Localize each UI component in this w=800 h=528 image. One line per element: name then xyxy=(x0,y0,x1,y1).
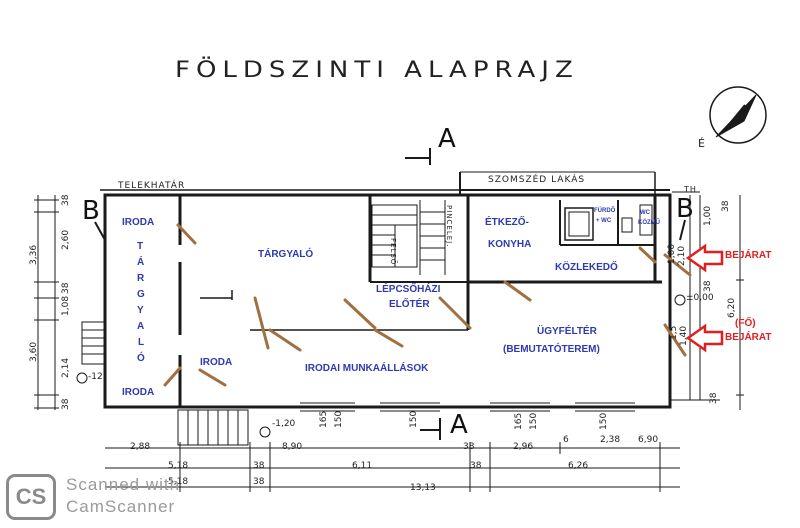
dim-bottom-890: 8,90 xyxy=(282,442,303,452)
upper-stair-label: FELSŐ xyxy=(389,238,397,266)
dim-window-165b: 165 xyxy=(514,412,524,430)
room-label-bemutatoterem: (BEMUTATÓTEREM) xyxy=(503,344,600,355)
dim-bottom-38d: 38 xyxy=(253,477,265,487)
level-minus-120: -1,20 xyxy=(272,419,296,429)
neighbor-apartment-label: SZOMSZÉD LAKÁS xyxy=(488,175,586,185)
dim-window-150b: 150 xyxy=(409,410,419,428)
dim-bottom-38c: 38 xyxy=(470,461,482,471)
room-label-furdo-wc: + WC xyxy=(596,218,612,224)
dim-bottom-38: 38 xyxy=(463,442,475,452)
room-label-iroda-bottom: IRODA xyxy=(122,387,155,398)
room-label-targyalo-v1: T xyxy=(137,241,144,252)
dim-door-150: 1,5 xyxy=(669,325,679,340)
dim-left-108: 1,08 xyxy=(61,295,71,316)
section-b-right: B xyxy=(676,194,694,224)
property-line-label: TELEKHATÁR xyxy=(118,181,186,191)
dim-right-38: 38 xyxy=(721,200,731,212)
entrance-arrow-icon xyxy=(685,243,724,273)
dim-bottom-38b: 38 xyxy=(253,461,265,471)
room-label-kozmu: KÖZMŰ xyxy=(638,220,660,226)
room-label-iroda-mid: IRODA xyxy=(200,357,233,368)
dim-bottom-518b: 5,18 xyxy=(168,477,189,487)
dim-door-100: 1,00 xyxy=(667,243,677,264)
watermark-line1: Scanned with xyxy=(66,475,181,494)
room-label-ugyfelter: ÜGYFÉLTÉR xyxy=(537,326,597,337)
dim-bottom-611: 6,11 xyxy=(352,461,373,471)
room-label-konyha: KONYHA xyxy=(488,239,532,250)
plan-title: FÖLDSZINTI ALAPRAJZ xyxy=(175,57,579,83)
section-a-top: A xyxy=(438,124,456,154)
entrance-arrows xyxy=(685,243,724,353)
room-label-furdo: FÜRDŐ xyxy=(594,208,616,214)
dim-window-150: 150 xyxy=(334,410,344,428)
dim-bottom-690: 6,90 xyxy=(638,435,659,445)
dim-left-260: 2,60 xyxy=(61,229,71,250)
room-label-wc: WC xyxy=(640,210,650,216)
room-label-targyalo-v7: L xyxy=(138,337,145,348)
door-swings xyxy=(163,223,692,387)
entrance-label: BEJÁRAT xyxy=(725,250,772,261)
room-label-munkaallasok: IRODAI MUNKAÁLLÁSOK xyxy=(305,363,429,374)
room-label-targyalo-v6: A xyxy=(137,321,145,332)
dim-bottom-6: 6 xyxy=(563,435,569,445)
room-label-iroda-top: IRODA xyxy=(122,217,155,228)
camscanner-logo: CS xyxy=(6,474,56,520)
main-entrance-label-fo: (FŐ) xyxy=(735,318,756,329)
dim-right-38c: 38 xyxy=(709,392,719,404)
dim-door-210: 2,10 xyxy=(677,245,687,266)
room-label-targyalo-v2: Á xyxy=(137,257,145,268)
dim-bottom-626: 6,26 xyxy=(568,461,589,471)
room-label-etkezo: ÉTKEZŐ- xyxy=(485,217,529,228)
room-label-targyalo-v8: Ó xyxy=(137,353,145,364)
dim-window-165: 165 xyxy=(319,410,329,428)
room-label-kozlekedo: KÖZLEKEDŐ xyxy=(555,262,618,273)
th-label: TH xyxy=(684,185,697,194)
dim-bottom-238: 2,38 xyxy=(600,435,621,445)
section-a-bottom: A xyxy=(450,410,468,440)
dim-right-620: 6,20 xyxy=(727,297,737,318)
room-label-lepcsohazi: LÉPCSŐHÁZI xyxy=(376,284,441,295)
dim-left-38b: 38 xyxy=(61,282,71,294)
dim-right-100: 1,00 xyxy=(703,205,713,226)
room-label-targyalo-v5: Y xyxy=(137,305,144,316)
dim-left-360: 3,60 xyxy=(29,341,39,362)
room-label-targyalo: TÁRGYALÓ xyxy=(258,249,314,260)
room-label-targyalo-v3: R xyxy=(137,273,145,284)
room-label-eloter: ELŐTÉR xyxy=(389,299,430,310)
watermark-line2: CamScanner xyxy=(66,497,176,516)
compass-icon xyxy=(709,86,767,144)
room-label-targyalo-v4: G xyxy=(137,289,145,300)
dim-left-336: 3,36 xyxy=(29,244,39,265)
dim-bottom-288: 2,88 xyxy=(130,442,151,452)
dim-left-38c: 38 xyxy=(61,398,71,410)
section-b-left: B xyxy=(82,196,100,226)
dim-window-150c: 150 xyxy=(529,412,539,430)
dim-bottom-296: 2,96 xyxy=(513,442,534,452)
compass-north-label: É xyxy=(698,137,706,150)
level-minus-12: -12 xyxy=(88,372,103,382)
dim-left-214: 2,14 xyxy=(61,357,71,378)
level-zero: ±0,00 xyxy=(686,293,714,303)
dim-bottom-1313: 13,13 xyxy=(410,483,436,493)
dim-bottom-518: 5,18 xyxy=(168,461,189,471)
dim-window-150d: 150 xyxy=(599,412,609,430)
main-entrance-label: BEJÁRAT xyxy=(725,332,772,343)
outer-wall xyxy=(103,193,672,409)
dim-left-38a: 38 xyxy=(61,194,71,206)
cellar-stair-label: PINCELEJ. xyxy=(445,205,453,248)
dim-right-38b: 38 xyxy=(703,280,713,292)
main-entrance-arrow-icon xyxy=(685,323,724,353)
dim-door-140: 1,40 xyxy=(679,325,689,346)
